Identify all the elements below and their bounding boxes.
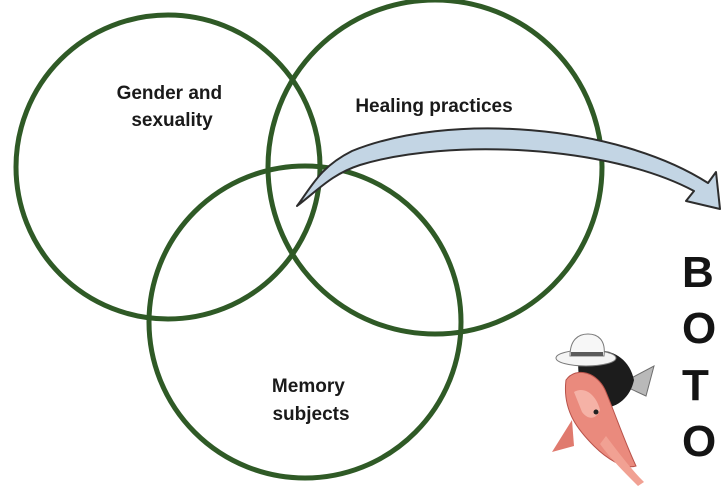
vertical-letter-2: O xyxy=(682,304,716,353)
label-gender-line-1: Gender and xyxy=(117,83,223,104)
circle-memory-subjects xyxy=(149,166,461,478)
vertical-letter-1: B xyxy=(682,248,714,297)
label-healing-practices: Healing practices xyxy=(355,96,512,117)
label-memory-line-1: Memory xyxy=(272,376,345,397)
label-memory-line-2: subjects xyxy=(272,404,349,425)
vertical-letter-4: O xyxy=(682,417,716,466)
vertical-letter-3: T xyxy=(682,361,709,410)
label-memory-subjects: Memory subjects xyxy=(272,376,350,425)
curved-arrow-icon xyxy=(297,128,720,209)
dolphin-with-hat-icon xyxy=(552,334,654,486)
label-gender-line-2: sexuality xyxy=(131,110,213,131)
vertical-word: B O T O xyxy=(682,248,716,466)
label-gender-sexuality: Gender and sexuality xyxy=(117,83,228,131)
label-healing-line-1: Healing practices xyxy=(355,96,512,117)
